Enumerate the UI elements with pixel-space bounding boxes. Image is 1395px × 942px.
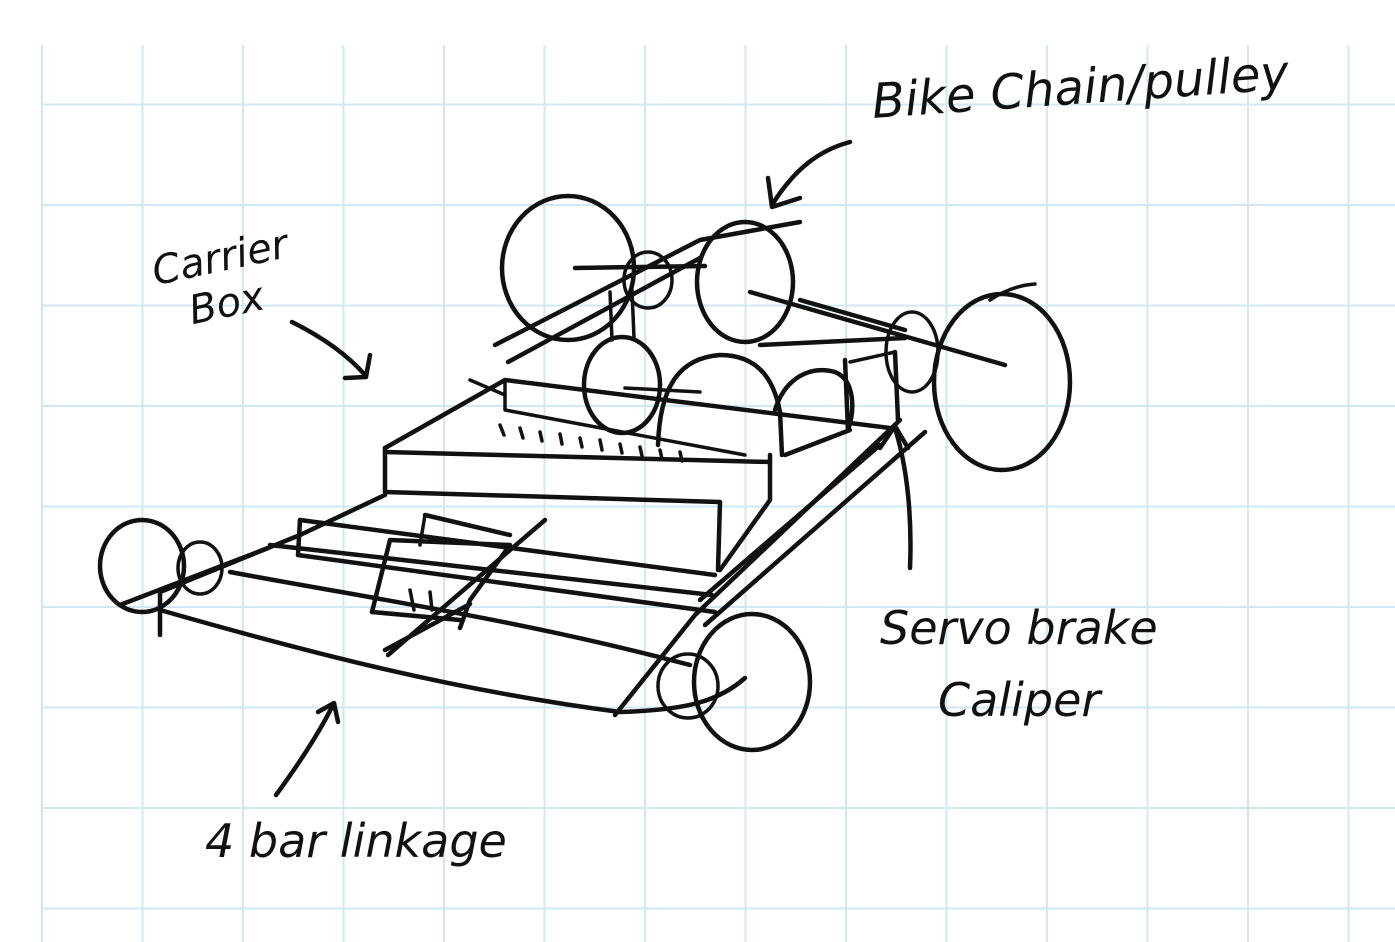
linkage-block — [369, 512, 548, 658]
linkage-arrow — [273, 700, 341, 798]
label-4-bar-linkage: 4 bar linkage — [205, 814, 507, 868]
chain-arrow — [765, 139, 853, 210]
chassis-plate — [117, 417, 928, 718]
label-brake-line2: Caliper — [938, 673, 1101, 727]
back-frame — [492, 219, 908, 433]
graph-paper-grid — [41, 45, 1395, 942]
wheel-back-right — [884, 282, 1073, 473]
carrier-arrow — [289, 319, 373, 381]
motor-round — [581, 334, 702, 436]
label-servo-brake-caliper: Servo brake Caliper — [880, 592, 1158, 736]
carrier-box — [382, 377, 893, 573]
label-brake-line1: Servo brake — [880, 601, 1158, 655]
wheel-front-right — [656, 611, 813, 753]
